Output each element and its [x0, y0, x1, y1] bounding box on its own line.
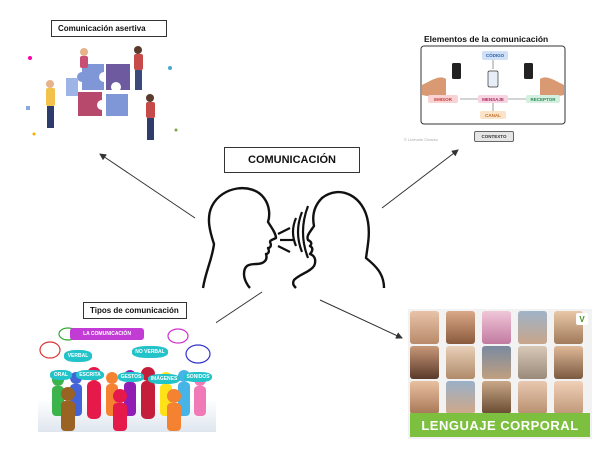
face-photo: [554, 346, 583, 379]
phone-center-icon: [487, 70, 499, 88]
watermark-text: © Lizmarie Chavez: [404, 137, 438, 142]
face-photo: [518, 346, 547, 379]
asertiva-title: Comunicación asertiva: [51, 20, 167, 37]
talking-heads-icon: [201, 186, 386, 289]
emisor-box: EMISOR: [428, 95, 458, 103]
bubble-sonidos: SONIDOS: [184, 372, 212, 382]
face-photo: [410, 381, 439, 414]
face-photo: [482, 381, 511, 414]
face-photo: [518, 311, 547, 344]
bubble-no-verbal: NO VERBAL: [132, 346, 168, 358]
face-photo: [554, 381, 583, 414]
canal-box: CANAL: [480, 111, 506, 119]
lenguaje-corporal-collage: LENGUAJE CORPORAL: [408, 309, 592, 439]
face-photo: [482, 311, 511, 344]
brand-v-icon: V: [576, 313, 588, 325]
phone-left-icon: [452, 63, 461, 79]
center-title: COMUNICACIÓN: [224, 147, 360, 173]
elementos-diagram: CÓDIGO EMISOR MENSAJE RECEPTOR CANAL: [420, 45, 566, 125]
puzzle-team-icon: [26, 46, 178, 140]
bubble-gestos: GESTOS: [118, 372, 144, 382]
asertiva-illustration: [20, 38, 186, 150]
arrow-to-corporal: [319, 299, 403, 339]
bubble-la-comunicacion: LA COMUNICACIÓN: [70, 328, 144, 340]
contexto-box: CONTEXTO: [474, 131, 514, 142]
tipos-title: Tipos de comunicación: [83, 302, 187, 319]
face-photo: [410, 311, 439, 344]
face-photo: [410, 346, 439, 379]
face-photo: [446, 381, 475, 414]
lenguaje-corporal-banner: LENGUAJE CORPORAL: [410, 413, 590, 437]
face-photo: [446, 346, 475, 379]
bubble-oral: ORAL: [50, 370, 72, 380]
elementos-title: Elementos de la comunicación: [424, 34, 549, 44]
face-photo: [518, 381, 547, 414]
face-photo: [446, 311, 475, 344]
face-photo: [482, 346, 511, 379]
codigo-box: CÓDIGO: [482, 51, 508, 60]
people-bubbles-icon: [39, 327, 211, 431]
mensaje-box: MENSAJE: [478, 95, 508, 103]
bubble-imagenes: IMÁGENES: [148, 374, 180, 384]
phone-right-icon: [524, 63, 533, 79]
bubble-escrita: ESCRITA: [76, 370, 104, 380]
arrow-to-asertiva: [99, 153, 196, 219]
bubble-verbal: VERBAL: [64, 350, 92, 362]
tipos-illustration: LA COMUNICACIÓN VERBAL NO VERBAL ORAL ES…: [38, 322, 216, 432]
receptor-box: RECEPTOR: [526, 95, 560, 103]
arrow-to-elementos: [381, 149, 459, 209]
